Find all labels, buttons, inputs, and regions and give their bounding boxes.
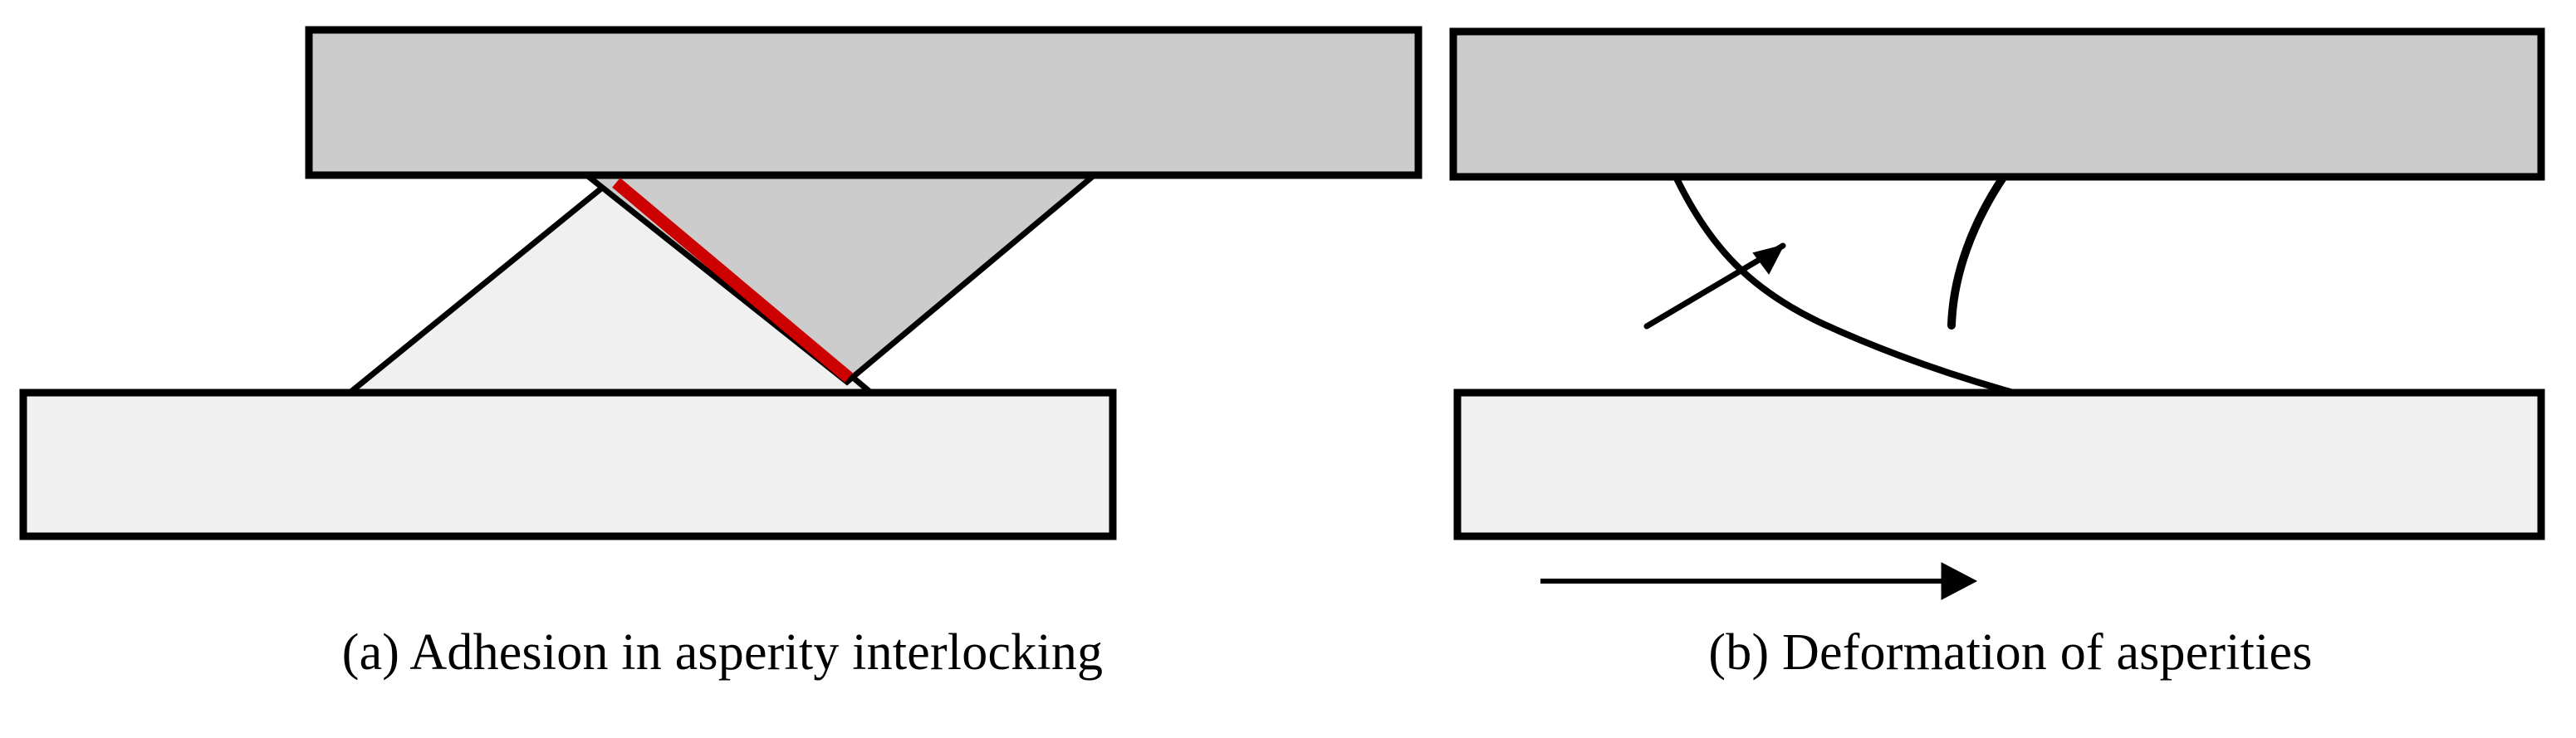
deformed-asperity-curve-long — [1672, 174, 2067, 409]
lower-body-block — [19, 389, 1117, 540]
deformed-asperity-curve-short — [1947, 174, 2007, 330]
lower-body-block — [1453, 389, 2545, 540]
contact-force-arrow-head — [1752, 244, 1785, 275]
adhesion-contact-line — [612, 178, 853, 383]
panel-b-drawing — [1449, 27, 2545, 600]
panel-a-adhesion: (a) Adhesion in asperity interlocking — [19, 26, 1423, 681]
sliding-direction-arrow-head — [1941, 562, 1978, 600]
upper-body-block — [1449, 27, 2545, 181]
panel-b-caption: (b) Deformation of asperities — [1708, 624, 2313, 681]
panel-a-drawing — [19, 26, 1423, 540]
upper-body-block — [305, 26, 1423, 179]
panel-b-deformation: (b) Deformation of asperities — [1445, 0, 2576, 738]
panel-a-caption: (a) Adhesion in asperity interlocking — [341, 624, 1104, 681]
